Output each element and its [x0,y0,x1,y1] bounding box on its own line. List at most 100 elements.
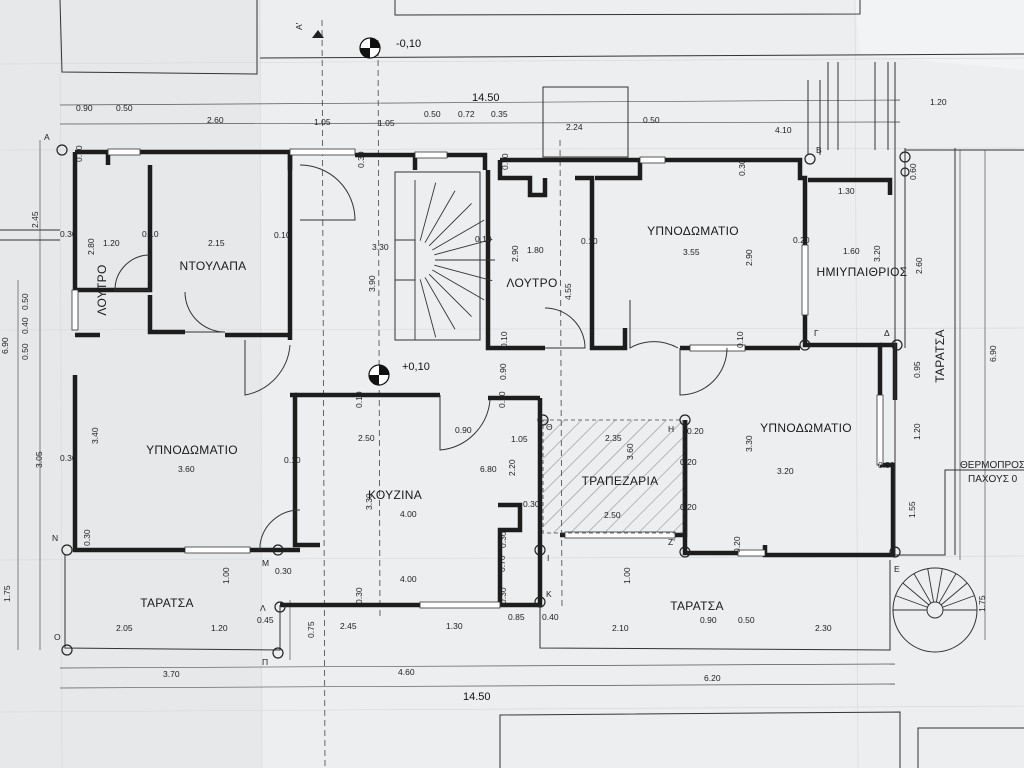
spiral-step [902,582,930,606]
dim-b-070: 0.70 [497,555,507,572]
dim-r-175: 1.75 [977,595,987,612]
dim-left-040: 0.40 [20,317,30,334]
dim-din-h: 3.60 [625,443,635,460]
point-k: K [546,589,552,599]
spiral-step [942,595,975,608]
dim-semi-w: 1.30 [838,186,855,196]
room-semi-outdoor-label: ΗΜΙΥΠΑΙΘΡΙΟΣ [816,265,907,279]
room-kitchen-label: ΚΟΥΖΙΝΑ [368,488,422,502]
dim-w010-4: 0.10 [581,236,598,246]
dim-mid-090: 0.90 [498,363,508,380]
dim-w020-6: 0.20 [732,536,742,553]
dim-w010-8: 0.10 [354,391,364,408]
room-bedroom-top-label: ΥΠΝΟΔΩΜΑΤΙΟ [647,224,739,238]
dim-w020-3: 0.20 [680,457,697,467]
dim-bedright-w: 3.20 [777,466,794,476]
dim-r-095: 0.95 [912,361,922,378]
reference-points [56,144,911,659]
dim-mid-105: 1.05 [511,434,528,444]
spiral-step [935,568,943,603]
dim-b-245: 2.45 [340,621,357,631]
dim-ter-100a: 1.00 [221,567,231,584]
level-marker-top [359,37,381,59]
dim-w010-5: 0.10 [499,331,509,348]
point-m: M [262,558,269,568]
room-closet-label: ΝΤΟΥΛΑΠΑ [180,259,247,273]
doors [114,164,728,550]
dim-t12: 1.20 [930,97,947,107]
dim-wc1-h: 2.80 [86,238,96,255]
dim-w010-3: 0.10 [475,234,492,244]
spiral-step [938,573,957,604]
dim-w010-6: 0.10 [735,331,745,348]
dim-semi-h2: 2.60 [914,257,924,274]
stair-step [419,182,437,241]
room-labels: ΛΟΥΤΡΟ ΝΤΟΥΛΑΠΑ ΛΟΥΤΡΟ ΥΠΝΟΔΩΜΑΤΙΟ ΗΜΙΥΠ… [95,224,947,613]
room-wc2-label: ΛΟΥΤΡΟ [506,276,557,290]
dim-din-w: 2.35 [605,433,622,443]
dim-b-120: 1.20 [211,623,228,633]
dim-stair-w: 3.30 [372,242,389,252]
dim-wc2-w: 1.80 [527,245,544,255]
dim-wc1-w: 1.20 [103,238,120,248]
dim-b-230: 2.30 [815,623,832,633]
dim-closet-w: 2.15 [208,238,225,248]
dim-w030-12: 0.30 [737,159,747,176]
stair-step [432,219,485,251]
dim-r-120: 1.20 [912,423,922,440]
dim-t6: 0.50 [424,109,441,119]
dim-wc2-h: 2.90 [510,245,520,262]
paper-fold-right [855,0,1024,70]
dim-hall-h: 4.55 [563,283,573,300]
level-center-label: +0,10 [402,361,430,373]
stair-step [434,264,493,282]
point-n: N [52,533,58,543]
point-i: I [547,553,549,563]
dim-bot-460: 4.60 [398,667,415,677]
level-top-label: -0,10 [396,38,421,50]
dim-bedleft-h: 3.40 [90,427,100,444]
dim-w030-6: 0.30 [354,587,364,604]
dim-bedleft-h2: 3.05 [34,451,44,468]
dim-ter-100b: 1.00 [622,567,632,584]
stair-step [434,238,493,256]
room-terrace-mid-label: ΤΑΡΑΤΣΑ [670,599,724,613]
dim-w030-8: 0.30 [498,531,508,548]
dim-left-050b: 0.50 [20,343,30,360]
dim-w030-9: 0.30 [523,499,540,509]
dim-door-090: 0.90 [455,425,472,435]
insulation-note-line2: ΠΑΧΟΥΣ 0 [968,474,1018,485]
dim-w030-3: 0.30 [60,453,77,463]
dim-b-085: 0.85 [508,612,525,622]
dim-bedleft-w: 3.60 [178,464,195,474]
dim-t10: 0.50 [643,115,660,125]
dim-t1: 0.90 [76,103,93,113]
dim-bedright-h: 3.30 [744,435,754,452]
insulation-note: ΘΕΡΜΟΠΡΟΣ ΠΑΧΟΥΣ 0 [960,460,1024,485]
dim-w030-7: 0.30 [498,587,508,604]
point-z: Z' [668,537,675,547]
dim-din-w2: 2.50 [604,510,621,520]
dim-w010-7: 0.10 [284,455,301,465]
dim-bedtop-h: 2.90 [744,249,754,266]
stair-step [428,273,472,317]
dining-hatch [542,419,684,534]
room-terrace-right-label: ΤΑΡΑΤΣΑ [933,329,947,383]
dim-bot-370: 3.70 [163,669,180,679]
point-l: Λ [260,603,266,613]
spiral-step [927,568,935,603]
point-a: A [44,132,50,142]
spiral-step [895,595,928,608]
dim-w030-2: 0.30 [60,229,77,239]
staircase-main [394,171,495,341]
dim-b-075: 0.75 [306,621,316,638]
point-letters: A B Γ Δ E Θ H I K Λ M N O Π Z' [44,132,900,667]
dim-right-h: 6.90 [988,345,998,362]
dim-w030-5: 0.30 [275,566,292,576]
spiral-step [940,582,968,606]
insulation-note-line1: ΘΕΡΜΟΠΡΟΣ [960,460,1024,471]
dim-stair-h: 3.90 [367,275,377,292]
point-e: E [894,564,900,574]
spiral-step [913,573,932,604]
point-th: Θ [546,422,553,432]
